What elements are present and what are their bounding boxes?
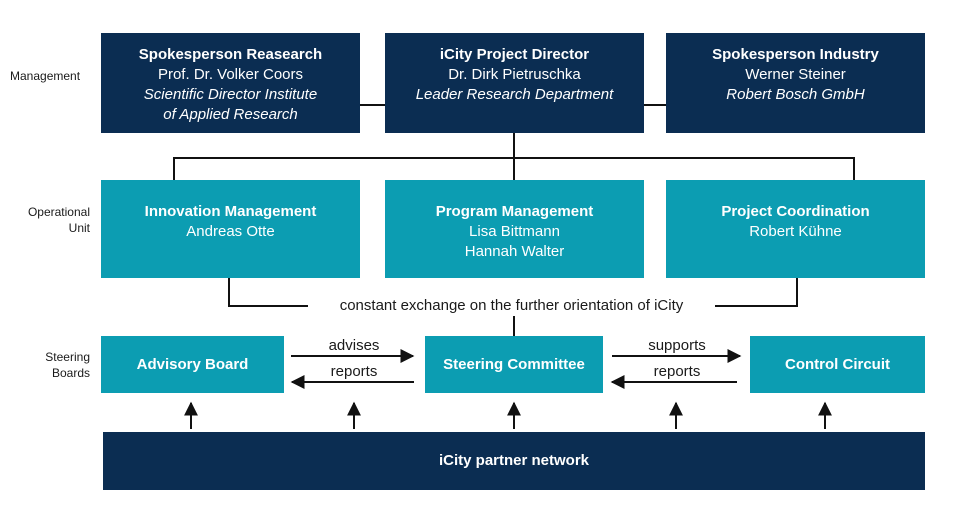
project-director-role: Leader Research Department	[415, 86, 614, 103]
edge-label-supports: supports	[648, 337, 706, 354]
connector-director-down	[513, 133, 515, 180]
edge-label-reports-right: reports	[653, 363, 701, 380]
exchange-right-drop	[796, 278, 798, 307]
innovation-management-box: Innovation Management Andreas Otte	[101, 180, 360, 278]
row-label-steering: Steering Boards	[10, 349, 90, 381]
program-management-box: Program Management Lisa Bittmann Hannah …	[385, 180, 644, 278]
steering-committee-label: Steering Committee	[443, 355, 585, 373]
spokesperson-industry-name: Werner Steiner	[745, 66, 846, 83]
connector-ops-horizontal	[173, 157, 855, 159]
project-director-name: Dr. Dirk Pietruschka	[448, 66, 581, 83]
partner-network-label: iCity partner network	[438, 452, 590, 469]
program-management-name-1: Lisa Bittmann	[469, 223, 560, 240]
connector-ops-right-drop	[853, 157, 855, 180]
project-director-title: iCity Project Director	[439, 46, 590, 63]
spokesperson-research-role-line1: Scientific Director Institute	[143, 86, 318, 103]
project-coordination-box: Project Coordination Robert Kühne	[666, 180, 925, 278]
spokesperson-industry-title: Spokesperson Industry	[712, 46, 879, 63]
row-label-management: Management	[10, 69, 81, 83]
spokesperson-research-box: Spokesperson Reasearch Prof. Dr. Volker …	[101, 33, 360, 133]
project-coordination-title: Project Coordination	[721, 203, 870, 220]
spokesperson-research-role-line2: of Applied Research	[163, 106, 298, 123]
spokesperson-research-title: Spokesperson Reasearch	[138, 46, 323, 63]
row-label-steering-line2: Boards	[51, 366, 90, 380]
spokesperson-industry-role: Robert Bosch GmbH	[726, 86, 865, 103]
exchange-line-left	[228, 305, 308, 307]
connector-left-director	[360, 104, 385, 106]
row-label-operational: Operational Unit	[10, 204, 90, 236]
spokesperson-research-name: Prof. Dr. Volker Coors	[157, 66, 304, 83]
row-label-steering-line1: Steering	[45, 350, 90, 364]
row-label-operational-line2: Unit	[68, 221, 90, 235]
spokesperson-industry-box: Spokesperson Industry Werner Steiner Rob…	[666, 33, 925, 133]
exchange-left-drop	[228, 278, 230, 307]
advisory-board-box: Advisory Board	[101, 336, 284, 393]
exchange-center-drop	[513, 316, 515, 336]
edge-label-reports-left: reports	[330, 363, 378, 380]
control-circuit-label: Control Circuit	[785, 355, 890, 373]
partner-network-box: iCity partner network	[103, 432, 925, 490]
edge-label-advises: advises	[328, 337, 380, 354]
connector-director-right	[644, 104, 666, 106]
exchange-line-right	[715, 305, 798, 307]
row-label-operational-line1: Operational	[27, 205, 90, 219]
steering-committee-box: Steering Committee	[425, 336, 603, 393]
exchange-label: constant exchange on the further orienta…	[308, 296, 715, 316]
project-director-box: iCity Project Director Dr. Dirk Pietrusc…	[385, 33, 644, 133]
program-management-name-2: Hannah Walter	[464, 243, 565, 260]
innovation-management-name: Andreas Otte	[186, 223, 275, 240]
project-coordination-name: Robert Kühne	[749, 223, 842, 240]
innovation-management-title: Innovation Management	[144, 203, 317, 220]
connector-ops-left-drop	[173, 157, 175, 180]
program-management-title: Program Management	[435, 203, 594, 220]
advisory-board-label: Advisory Board	[136, 355, 249, 373]
control-circuit-box: Control Circuit	[750, 336, 925, 393]
